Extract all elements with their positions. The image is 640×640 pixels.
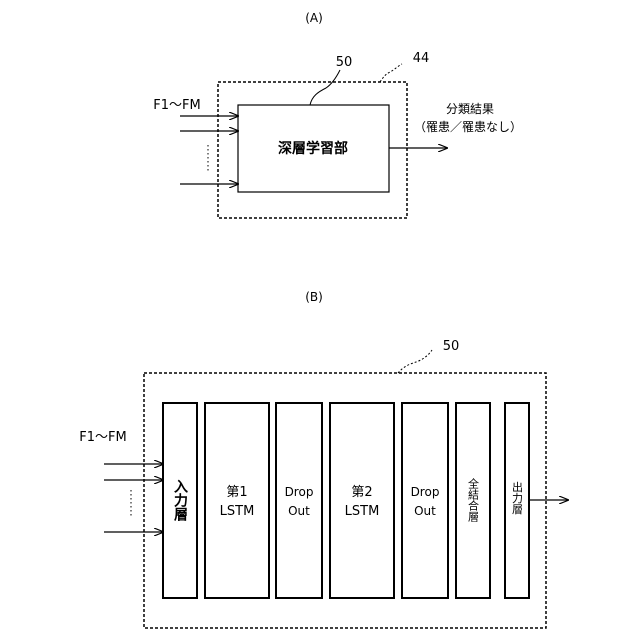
lstm1-label-a: 第1 — [226, 485, 247, 500]
output-label: 分類結果 — [446, 102, 494, 116]
lstm2-layer — [330, 403, 394, 598]
output-layer-label: 出力層 — [511, 480, 524, 514]
panel-b: (B) 50 F1～FM 入力層 第1 LSTM Drop Out 第2 LST… — [79, 290, 568, 628]
lstm2-label-a: 第2 — [351, 485, 372, 500]
dropout2-layer — [402, 403, 448, 598]
output-sub-label: （罹患／罹患なし） — [414, 120, 522, 134]
panel-a: (A) 44 深層学習部 50 F1～FM 分類結果 （罹患／罹患なし） — [153, 11, 522, 218]
deep-learning-label: 深層学習部 — [278, 140, 348, 157]
lstm2-label-b: LSTM — [345, 504, 380, 519]
panel-b-label: (B) — [305, 290, 323, 304]
ref-50-leader — [310, 70, 340, 105]
ref-44-label: 44 — [413, 51, 430, 66]
input-label-a: F1～FM — [153, 98, 200, 113]
dropout2-label-a: Drop — [411, 485, 440, 499]
dense-layer-label: 全結合層 — [467, 477, 480, 522]
ref-50-label: 50 — [336, 55, 353, 70]
dropout1-label-b: Out — [288, 504, 310, 518]
input-layer-label: 入力層 — [172, 479, 188, 522]
ref-50b-label: 50 — [443, 339, 460, 354]
dropout2-label-b: Out — [414, 504, 436, 518]
dropout1-layer — [276, 403, 322, 598]
ref-50b-leader — [398, 350, 432, 373]
dropout1-label-a: Drop — [285, 485, 314, 499]
lstm1-label-b: LSTM — [220, 504, 255, 519]
panel-a-label: (A) — [305, 11, 323, 25]
ref-44-leader — [380, 64, 402, 82]
lstm1-layer — [205, 403, 269, 598]
input-label-b: F1～FM — [79, 430, 126, 445]
